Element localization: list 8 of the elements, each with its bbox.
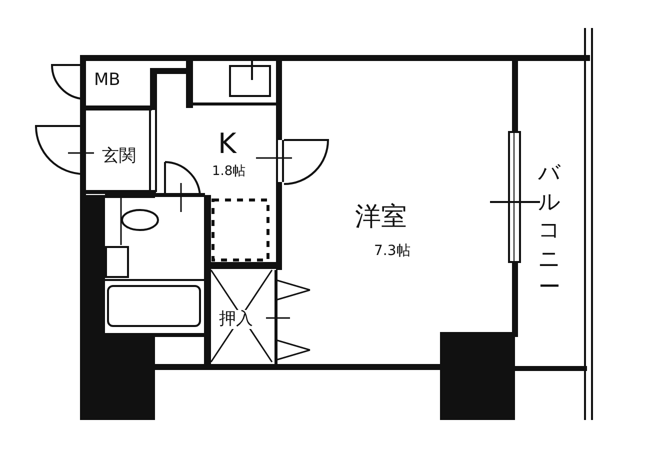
room-label: 洋室 bbox=[355, 204, 407, 230]
room-label: バルコニー bbox=[538, 160, 562, 302]
room-label: K bbox=[218, 130, 236, 158]
room-label: 押入 bbox=[218, 310, 254, 329]
room-label: 玄関 bbox=[102, 148, 136, 165]
area-label: 7.3帖 bbox=[374, 244, 410, 258]
area-label: 1.8帖 bbox=[212, 165, 246, 178]
room-label: MB bbox=[94, 72, 120, 89]
